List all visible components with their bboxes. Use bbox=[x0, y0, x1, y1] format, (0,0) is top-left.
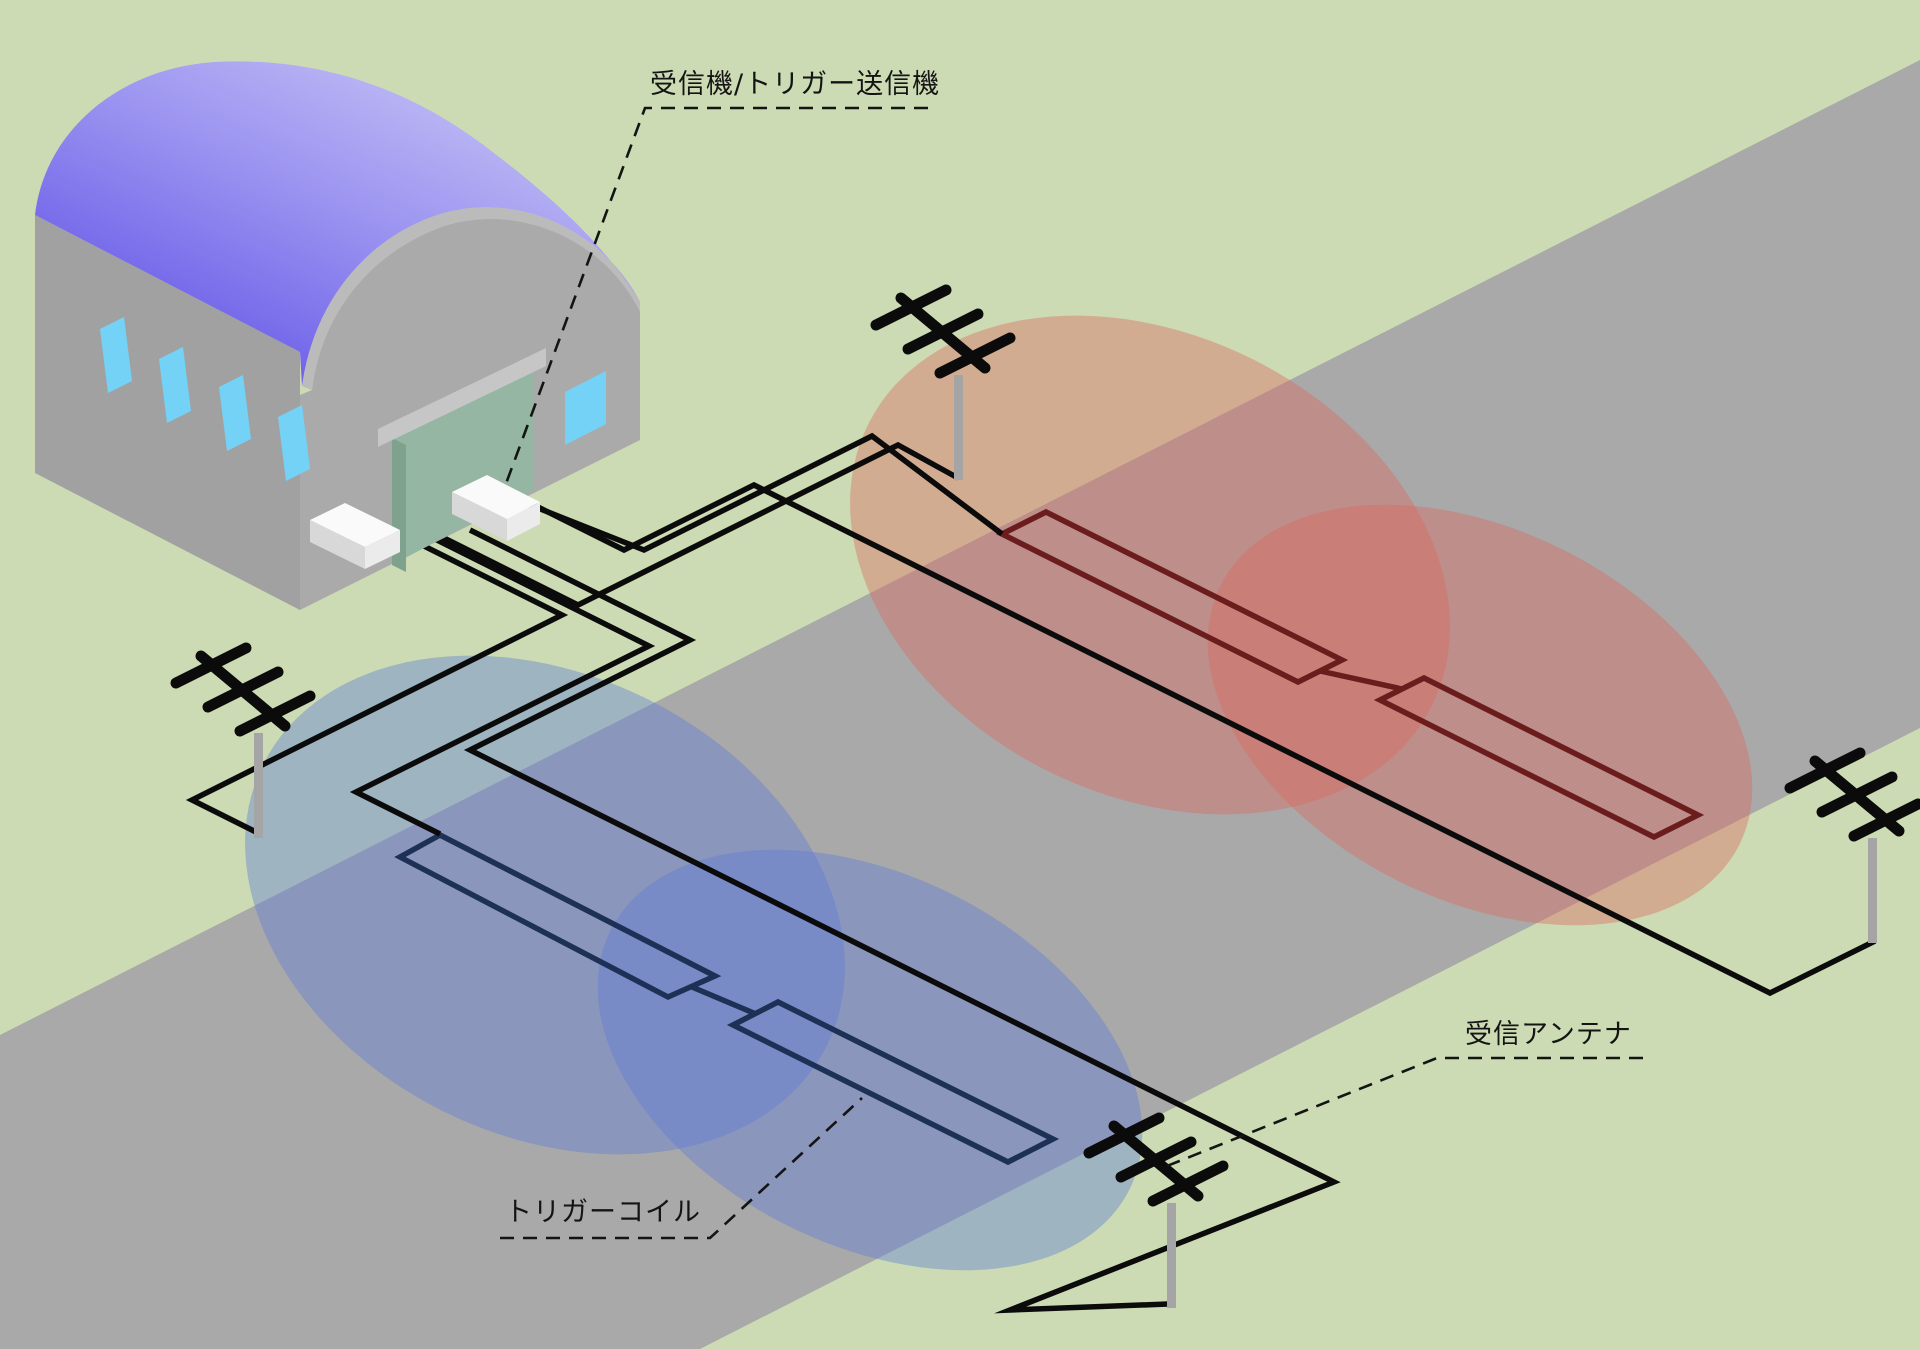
device-box-left bbox=[310, 503, 400, 569]
device-box-top-face bbox=[310, 503, 400, 547]
device-box-left-face bbox=[452, 492, 507, 541]
window-1 bbox=[100, 317, 132, 393]
door-lintel bbox=[378, 348, 546, 447]
label-leader-lines bbox=[500, 106, 1643, 1240]
antennas bbox=[170, 284, 1920, 1308]
red-coil-crossover bbox=[1319, 668, 1403, 692]
window-2 bbox=[159, 347, 191, 423]
door-opening bbox=[392, 368, 533, 565]
bottom-antenna-icon bbox=[1083, 1112, 1229, 1308]
leader-receiver-transmitter bbox=[502, 106, 928, 490]
label-receiver-transmitter: 受信機/トリガー送信機 bbox=[650, 69, 941, 100]
label-trigger-coil: トリガーコイル bbox=[505, 1197, 701, 1228]
label-receiving-antenna: 受信アンテナ bbox=[1465, 1019, 1632, 1050]
wire-to-left-antenna bbox=[185, 501, 569, 836]
road bbox=[0, 60, 1920, 1349]
red-trigger-coil bbox=[995, 508, 1705, 841]
feed-wires bbox=[185, 432, 1877, 1314]
blue-coil-crossover bbox=[690, 984, 758, 1017]
device-box-right-face bbox=[507, 502, 540, 541]
blue-detection-zone bbox=[245, 655, 1143, 1271]
wire-to-blue-coil bbox=[349, 507, 656, 837]
blue-coil-loop-a bbox=[394, 831, 722, 1001]
blue-trigger-coil bbox=[394, 831, 1060, 1166]
top-antenna-icon bbox=[870, 284, 1016, 480]
wire-to-right-antenna bbox=[454, 463, 1877, 997]
receiver-transmitter-boxes bbox=[310, 475, 540, 569]
blue-zone-ellipse-1 bbox=[245, 655, 845, 1155]
leader-receiving-antenna bbox=[1161, 1056, 1643, 1170]
antenna-pole bbox=[954, 375, 963, 480]
blue-zone-ellipse-2 bbox=[597, 849, 1143, 1271]
left-antenna-icon bbox=[170, 642, 316, 838]
building-roof-rim bbox=[302, 207, 640, 390]
building-roof bbox=[35, 61, 640, 387]
red-coil-loop-b bbox=[1373, 674, 1705, 841]
wire-to-bottom-antenna bbox=[463, 527, 1341, 1314]
red-coil-loop-a bbox=[995, 508, 1349, 686]
front-window bbox=[565, 371, 606, 445]
device-box-left-face bbox=[310, 520, 365, 569]
device-box-right bbox=[452, 475, 540, 541]
device-box-right-face bbox=[365, 530, 400, 569]
right-antenna-icon bbox=[1784, 747, 1920, 943]
antenna-pole bbox=[1868, 838, 1877, 943]
leader-trigger-coil bbox=[500, 1097, 863, 1240]
window-4 bbox=[278, 405, 310, 481]
device-box-top-face bbox=[452, 475, 540, 519]
left-wall-windows bbox=[100, 317, 310, 481]
wire-to-top-antenna bbox=[390, 441, 960, 609]
blue-coil-loop-b bbox=[726, 998, 1060, 1166]
antenna-pole bbox=[1167, 1203, 1176, 1308]
window-3 bbox=[219, 375, 251, 451]
building bbox=[35, 61, 640, 610]
antenna-pole bbox=[254, 733, 263, 838]
